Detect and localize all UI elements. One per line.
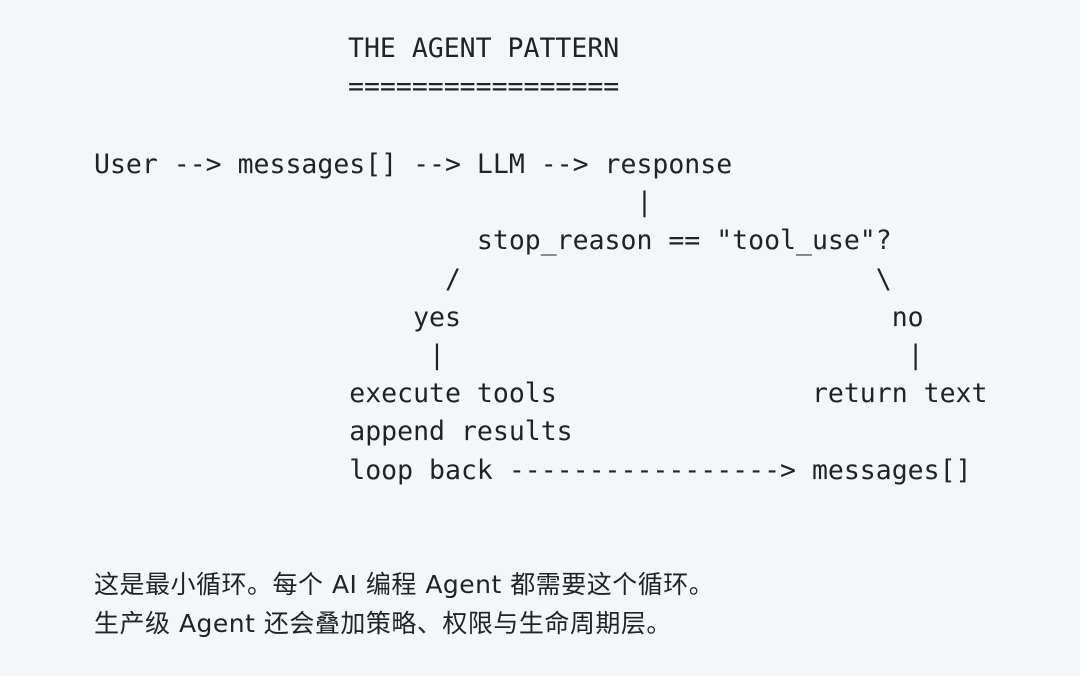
diagram-title-underline: ================= xyxy=(348,71,620,102)
flow-connector-response: | xyxy=(94,187,653,218)
flow-line-main: User --> messages[] --> LLM --> response xyxy=(94,149,733,180)
flow-branch-actions: execute tools return text xyxy=(94,378,988,409)
note-line-1: 这是最小循环。每个 AI 编程 Agent 都需要这个循环。 xyxy=(94,570,715,599)
flow-decision: stop_reason == "tool_use"? xyxy=(94,225,892,256)
flow-branch-labels: yes no xyxy=(94,302,924,333)
flow-append-results: append results xyxy=(94,416,573,447)
flow-branch-slashes: / \ xyxy=(94,264,892,295)
flow-loop-back: loop back -----------------> messages[] xyxy=(94,455,972,486)
flow-branch-connectors: | | xyxy=(94,340,924,371)
diagram-title: THE AGENT PATTERN xyxy=(348,33,620,64)
note-line-2: 生产级 Agent 还会叠加策略、权限与生命周期层。 xyxy=(94,609,672,638)
